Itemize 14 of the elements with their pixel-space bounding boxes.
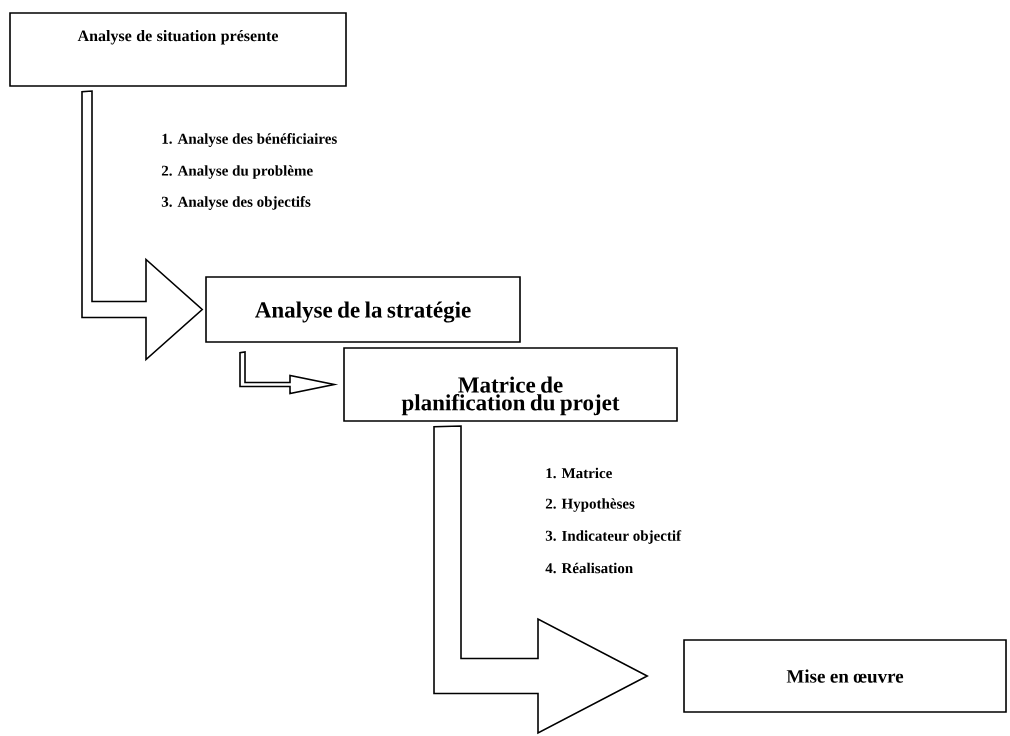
process-box: Analyse de la stratégie (205, 276, 521, 343)
list-item: 2. Analyse du problème (161, 165, 313, 179)
process-box: Analyse de situation présente (9, 12, 347, 87)
list-item: 1. Analyse des bénéficiaires (162, 133, 337, 147)
block-arrow (81, 90, 204, 362)
process-box: Matrice de planification du projet (343, 347, 678, 422)
list-item: 3. Indicateur objectif (545, 530, 682, 544)
block-arrow (239, 351, 339, 395)
list-item: 1. Matrice (546, 467, 612, 479)
list-item: 4. Réalisation (545, 562, 633, 574)
list-item: 2. Hypothèses (545, 498, 635, 512)
process-box: Mise en œuvre (683, 639, 1007, 713)
list-item: 3. Analyse des objectifs (161, 196, 311, 210)
block-arrow (433, 425, 649, 735)
